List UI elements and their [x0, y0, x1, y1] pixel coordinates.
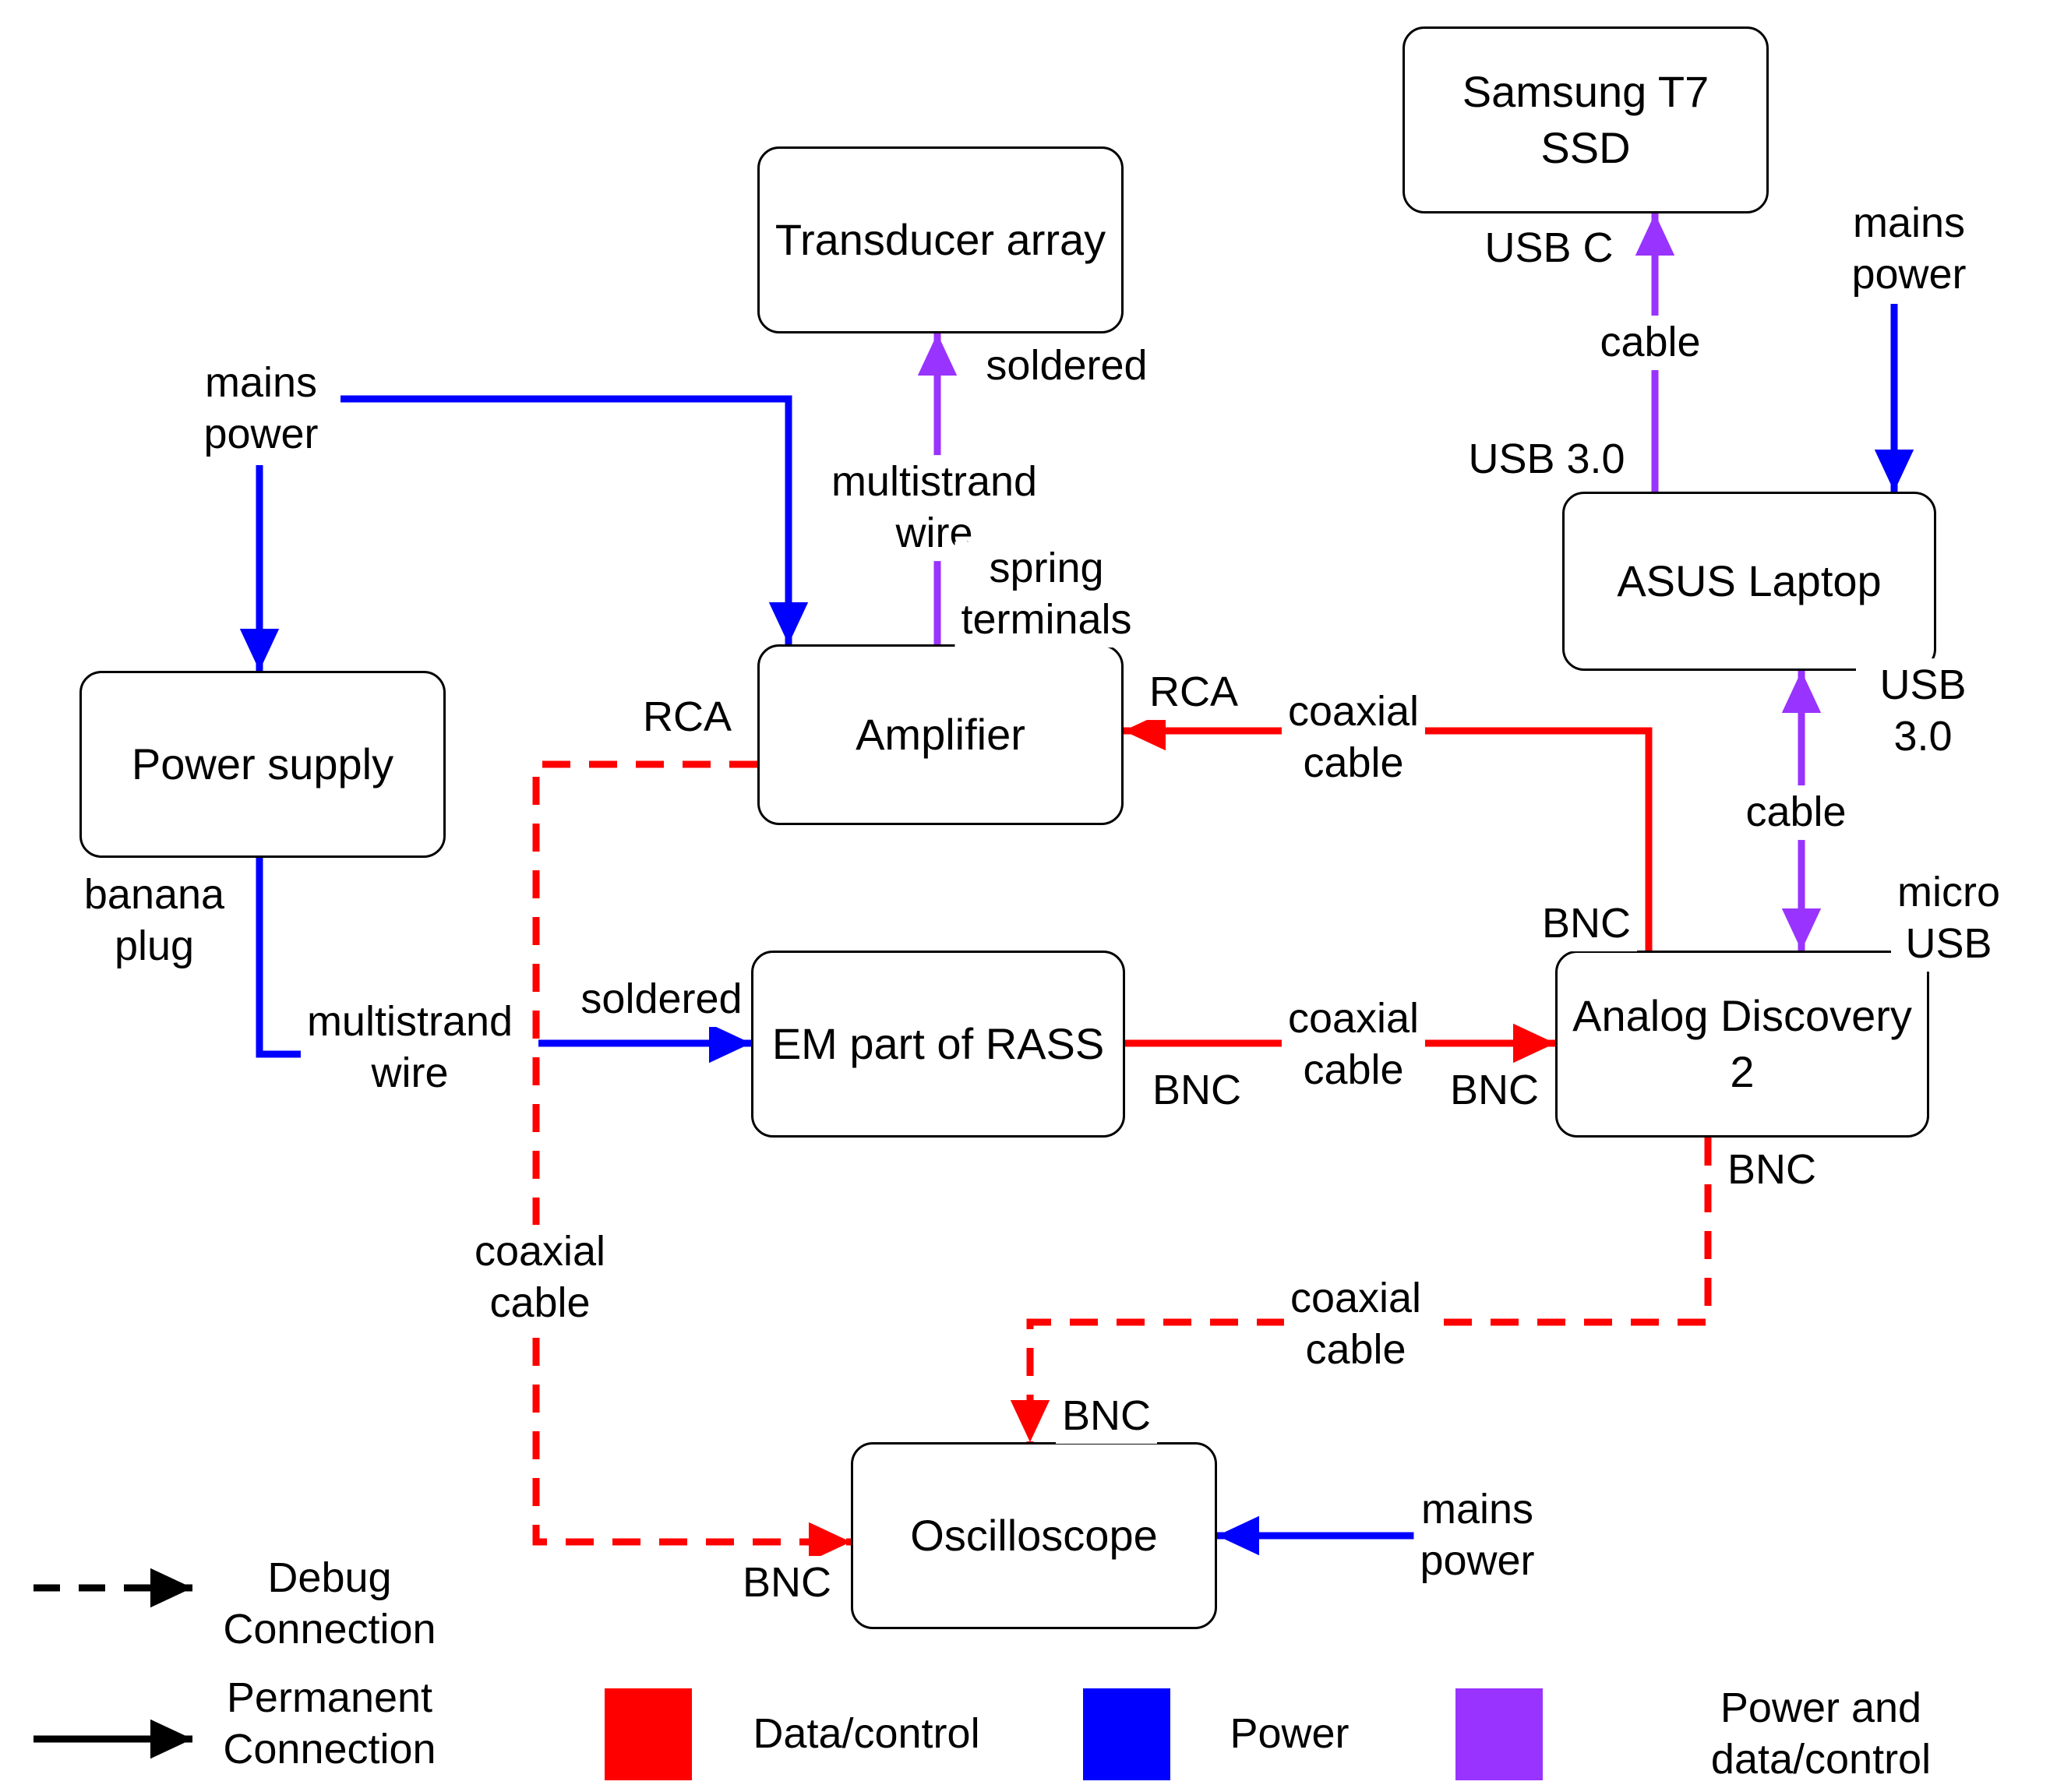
label-mains-power-laptop: mains power — [1845, 196, 1973, 302]
label-rca-left: RCA — [636, 690, 739, 745]
legend-label-power-and-data: Power and data/control — [1702, 1681, 1939, 1787]
node-samsung-t7-ssd: Samsung T7 SSD — [1402, 26, 1769, 213]
label-spring-terminals: spring terminals — [954, 541, 1138, 647]
edge-amplifier-to-oscilloscope-debug — [532, 760, 851, 1562]
label-bnc-em-out: BNC — [1145, 1064, 1248, 1118]
label-bnc-osc-top: BNC — [1055, 1389, 1158, 1444]
legend-label-data-control: Data/control — [746, 1707, 986, 1762]
legend-swatch-data-control — [605, 1688, 692, 1780]
label-multistrand-wire-left: multistrand wire — [300, 995, 520, 1101]
label-rca-right: RCA — [1142, 665, 1245, 720]
label-bnc-ad2-bottom: BNC — [1720, 1143, 1823, 1198]
label-cable-laptop-ad2: cable — [1739, 785, 1853, 840]
label-mains-power-supply: mains power — [197, 356, 325, 462]
label-soldered-em: soldered — [574, 972, 749, 1027]
label-bnc-ad2-in: BNC — [1443, 1064, 1546, 1118]
label-coaxial-cable-debug-left: coaxial cable — [468, 1225, 612, 1331]
node-analog-discovery-2: Analog Discovery 2 — [1555, 951, 1929, 1138]
label-multistrand-wire-top: multistrand wire — [824, 455, 1044, 561]
label-coaxial-cable-debug-bottom: coaxial cable — [1283, 1272, 1428, 1378]
legend-debug-connection-label: Debug Connection — [217, 1551, 443, 1657]
node-oscilloscope: Oscilloscope — [851, 1442, 1217, 1629]
node-transducer-array: Transducer array — [757, 146, 1124, 333]
label-micro-usb: micro USB — [1891, 866, 2006, 972]
label-usb30-laptop-bottom: USB 3.0 — [1856, 658, 1990, 764]
label-coaxial-cable-amp: coaxial cable — [1281, 685, 1426, 791]
edge-mains-to-amplifier — [340, 395, 809, 644]
legend-permanent-connection-label: Permanent Connection — [217, 1671, 443, 1777]
label-coaxial-cable-em-ad2: coaxial cable — [1281, 992, 1426, 1098]
node-amplifier: Amplifier — [757, 644, 1124, 825]
node-power-supply: Power supply — [79, 671, 446, 858]
legend-swatch-power — [1083, 1688, 1170, 1780]
label-banana-plug: banana plug — [77, 868, 231, 974]
label-usb-c: USB C — [1478, 221, 1620, 276]
label-usb30-laptop-top: USB 3.0 — [1462, 432, 1632, 487]
label-bnc-osc-left: BNC — [736, 1556, 838, 1610]
label-bnc-ad2-top: BNC — [1535, 897, 1638, 951]
legend-swatch-power-and-data — [1455, 1688, 1543, 1780]
legend-label-power: Power — [1223, 1707, 1356, 1762]
edge-power-supply-banana-wire — [256, 858, 309, 1058]
node-asus-laptop: ASUS Laptop — [1562, 492, 1936, 671]
label-mains-power-osc: mains power — [1413, 1483, 1541, 1589]
label-cable-ssd: cable — [1593, 316, 1707, 370]
label-soldered-transducer: soldered — [979, 339, 1154, 393]
node-em-part-of-rass: EM part of RASS — [751, 951, 1125, 1138]
